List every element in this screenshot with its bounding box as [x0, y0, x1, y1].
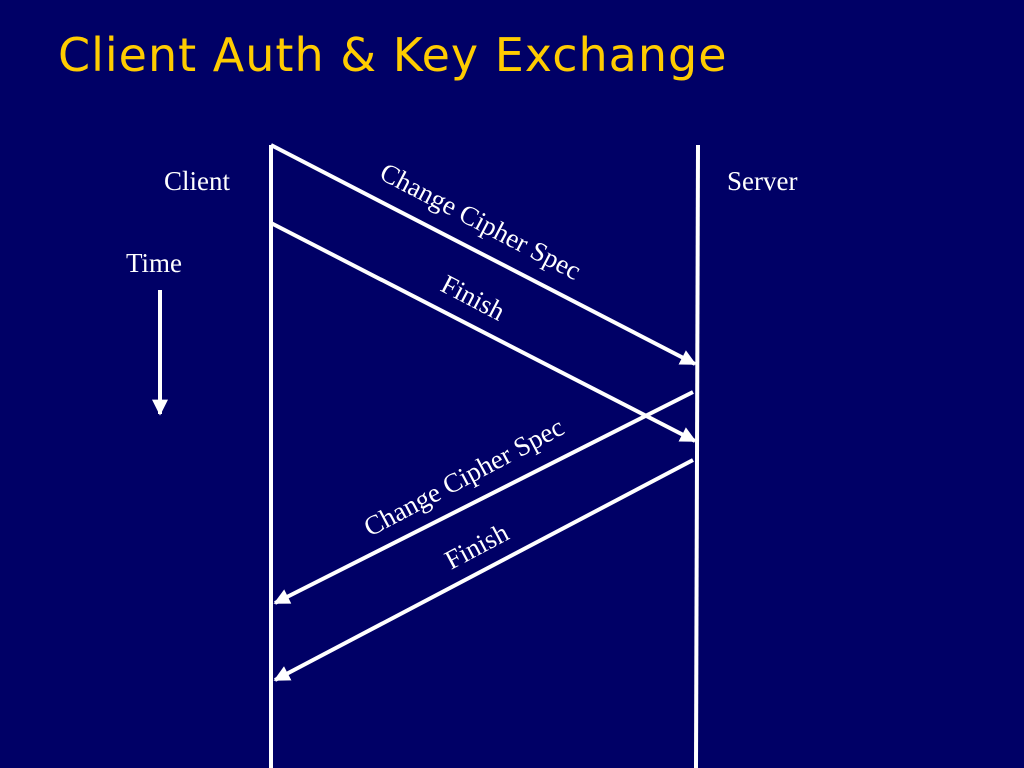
- server-lifeline: [694, 144, 700, 768]
- message-arrow-change-cipher-spec-server: [273, 390, 694, 605]
- slide-title: Client Auth & Key Exchange: [58, 28, 728, 82]
- message-label-change-cipher-spec-client: Change Cipher Spec: [375, 157, 586, 286]
- time-label: Time: [126, 248, 182, 278]
- message-arrow-finish-client: [270, 221, 697, 443]
- message-arrow-change-cipher-spec-client: [270, 143, 697, 366]
- server-label: Server: [727, 166, 797, 196]
- message-label-finish-client: Finish: [436, 269, 510, 327]
- client-label: Client: [164, 166, 230, 196]
- message-arrow-finish-server: [273, 458, 694, 682]
- message-label-change-cipher-spec-server: Change Cipher Spec: [359, 412, 569, 543]
- message-label-finish-server: Finish: [440, 517, 514, 575]
